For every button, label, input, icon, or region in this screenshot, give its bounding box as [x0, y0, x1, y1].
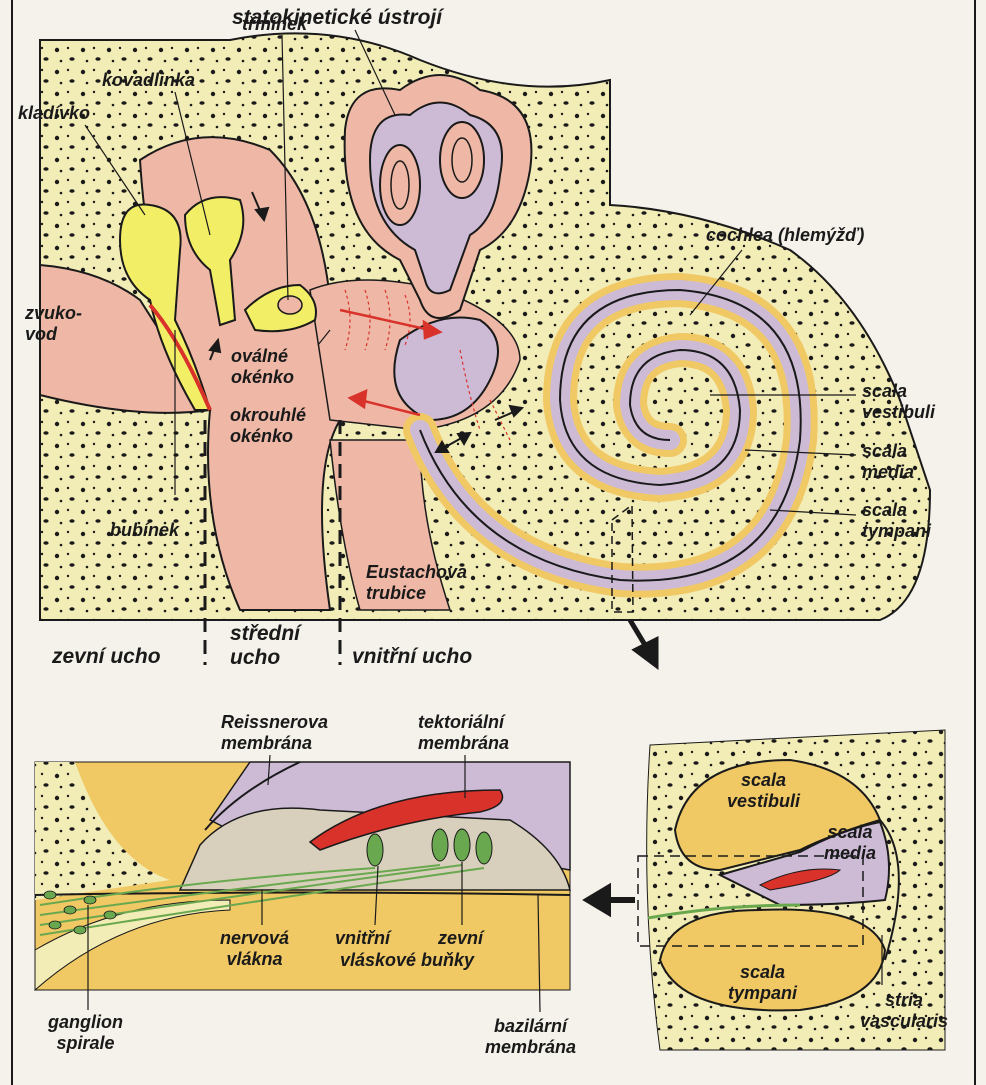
label-okrouhle-line1: okrouhlé: [230, 405, 307, 425]
label-nervova-line2: vlákna: [226, 949, 283, 969]
bone-strip-left: [35, 762, 170, 900]
cross-scala-vestibuli: [673, 758, 882, 872]
label-stria-vascularis: stria vascularis: [860, 990, 948, 1032]
detail-leader-lines: [87, 754, 541, 1013]
label-ovalne-line2: okénko: [231, 367, 295, 387]
label-cross-scala-tympani: scala tympani: [728, 962, 797, 1004]
label-zevni-ucho: zevní ucho: [52, 645, 161, 668]
label-cochlea: cochlea (hlemýžď): [706, 225, 865, 245]
leader-lines: [84, 29, 857, 516]
label-eustachova-line2: trubice: [366, 583, 427, 603]
label-scala-media: scala media: [862, 441, 914, 483]
label-cross-scala-media: scala media: [824, 822, 876, 864]
semicircular-canals: [343, 74, 533, 319]
label-kladivko: kladívko: [18, 103, 91, 123]
label-vnitrni: vnitřní: [335, 928, 391, 948]
fluid-wave-arrows: [339, 308, 443, 417]
label-cross-media-line1: scala: [827, 822, 873, 842]
ganglion-cells: [43, 890, 117, 935]
eardrum: [148, 303, 212, 411]
label-trminek: třmínek: [242, 14, 308, 34]
label-zvukovod-line2: vod: [25, 324, 58, 344]
arrow-to-detail: [582, 882, 635, 918]
sound-wave-lines: [344, 289, 511, 441]
label-scala-media-line2: media: [862, 462, 915, 482]
cochlea-cross-section: [582, 729, 946, 1051]
label-nervova-vlakna: nervová vlákna: [220, 928, 289, 970]
cross-tectorial: [758, 868, 842, 891]
label-vlaskove-bunky: vláskové buňky: [340, 950, 475, 970]
label-ovalne-okenko: oválné okénko: [231, 346, 294, 388]
label-cross-tympani-line1: scala: [739, 962, 786, 982]
zoom-box: [637, 855, 864, 947]
label-scala-vestibuli: scala vestibuli: [862, 381, 935, 423]
label-zvukovod: zvuko- vod: [25, 303, 82, 345]
label-tektorialni-line2: membrána: [418, 733, 510, 753]
label-scala-vestibuli-line1: scala: [862, 381, 908, 401]
label-tektorialni-membrana: tektoriální membrána: [418, 712, 509, 754]
label-statokineticke-ustroji: statokinetické ústrojí: [232, 6, 443, 29]
label-stria-line2: vascularis: [860, 1011, 949, 1031]
arrow-to-cross-section: [627, 618, 659, 670]
label-reissnerova-line2: membrána: [221, 733, 313, 753]
label-bazilarni-membrana: bazilární membrána: [485, 1016, 576, 1058]
hair-cells: [366, 828, 493, 867]
label-cross-vestibuli-line2: vestibuli: [727, 791, 801, 811]
label-okrouhle-okenko: okrouhlé okénko: [230, 405, 306, 447]
vestibule-fluid: [393, 316, 499, 422]
stria-vascularis: [879, 819, 900, 961]
label-scala-vestibuli-line2: vestibuli: [862, 402, 936, 422]
label-eustachova-trubice: Eustachova trubice: [366, 562, 467, 604]
label-ganglion-line2: spirale: [56, 1033, 115, 1053]
tectorial-membrane: [308, 789, 504, 851]
label-eustachova-line1: Eustachova: [366, 562, 468, 582]
cross-nerve: [647, 903, 801, 920]
label-bubinek: bubínek: [110, 520, 180, 540]
label-cross-media-line2: media: [824, 843, 877, 863]
label-cross-scala-vestibuli: scala vestibuli: [727, 770, 800, 812]
eustachian-tube: [329, 439, 452, 611]
label-okrouhle-line2: okénko: [230, 426, 294, 446]
vibration-arrows: [208, 191, 525, 453]
label-ovalne-line1: oválné: [231, 346, 289, 366]
label-scala-tympani-line1: scala: [862, 500, 908, 520]
label-kovadlinka: kovadlinka: [102, 70, 196, 90]
cochlea-detail-box: [611, 503, 634, 613]
label-ganglion-spirale: ganglion spirale: [48, 1012, 123, 1054]
cross-scala-tympani: [658, 908, 887, 1012]
organ-of-corti-diagram: [34, 754, 571, 1013]
basilar-membrane: [34, 891, 571, 896]
label-cross-tympani-line2: tympani: [728, 983, 798, 1003]
label-stredni-line2: ucho: [230, 646, 281, 669]
label-ganglion-line1: ganglion: [48, 1012, 123, 1032]
label-nervova-line1: nervová: [220, 928, 290, 948]
label-reissnerova-line1: Reissnerova: [221, 712, 329, 732]
label-scala-tympani-line2: tympani: [862, 521, 932, 541]
label-cross-vestibuli-line1: scala: [740, 770, 787, 790]
label-zevni: zevní: [438, 928, 484, 948]
label-bazilarni-line1: bazilární: [494, 1016, 568, 1036]
label-stredni-line1: střední: [230, 622, 301, 645]
page-frame: [11, 0, 976, 1085]
reissner-membrane: [204, 761, 301, 831]
label-scala-media-line1: scala: [862, 441, 908, 461]
ear-section-dividers: [203, 420, 342, 665]
nerve-fibers: [39, 864, 485, 936]
incus: [183, 196, 245, 327]
label-bazilarni-line2: membrána: [485, 1037, 577, 1057]
label-vnitrni-ucho: vnitřní ucho: [352, 645, 473, 668]
label-zvukovod-line1: zvuko-: [25, 303, 83, 323]
label-reissnerova-membrana: Reissnerova membrána: [221, 712, 328, 754]
label-stria-line1: stria: [885, 990, 924, 1010]
label-tektorialni-line1: tektoriální: [418, 712, 505, 732]
cochlea-spiral: [403, 272, 818, 598]
label-scala-tympani: scala tympani: [862, 500, 931, 542]
main-ear-diagram: [39, 29, 932, 670]
label-stredni-ucho: střední ucho: [230, 622, 300, 670]
